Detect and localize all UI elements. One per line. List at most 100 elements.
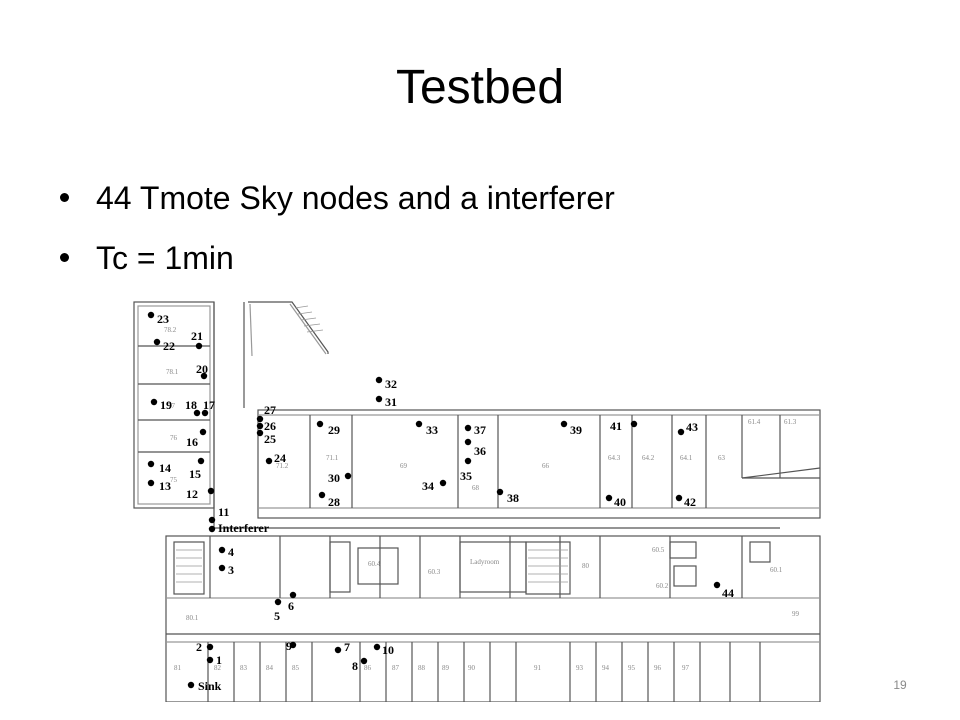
sensor-node-dot bbox=[147, 460, 155, 468]
room-label: 64.3 bbox=[608, 454, 621, 462]
node-label: 6 bbox=[288, 599, 294, 613]
node-label: 12 bbox=[186, 487, 198, 501]
room-label: 76 bbox=[170, 434, 178, 442]
sensor-nodes bbox=[147, 311, 721, 689]
sensor-node-dot bbox=[200, 372, 208, 380]
room-label: 93 bbox=[576, 664, 584, 672]
node-label: 19 bbox=[160, 398, 172, 412]
sensor-node-dot bbox=[218, 546, 226, 554]
sensor-node-dot bbox=[195, 342, 203, 350]
sensor-node-dot bbox=[201, 409, 209, 417]
room-label: 63 bbox=[718, 454, 726, 462]
node-label: 37 bbox=[474, 423, 486, 437]
sensor-node-dot bbox=[464, 438, 472, 446]
node-label: 35 bbox=[460, 469, 472, 483]
sink-label: Sink bbox=[198, 679, 222, 693]
sensor-node-dot bbox=[373, 643, 381, 651]
room-label: 77 bbox=[168, 402, 176, 410]
room-label: 94 bbox=[602, 664, 610, 672]
node-label: 41 bbox=[610, 419, 622, 433]
node-label: 17 bbox=[203, 398, 215, 412]
node-label: 36 bbox=[474, 444, 486, 458]
bullet-item: 44 Tmote Sky nodes and a interferer bbox=[60, 178, 615, 218]
interferer-label: Interferer bbox=[218, 521, 270, 535]
sensor-node-dot bbox=[199, 428, 207, 436]
node-label: 4 bbox=[228, 545, 234, 559]
room-label: 89 bbox=[442, 664, 450, 672]
room-label: 85 bbox=[292, 664, 300, 672]
room-label: 78.1 bbox=[166, 368, 179, 376]
bullet-list: 44 Tmote Sky nodes and a interferer Tc =… bbox=[60, 178, 615, 298]
sensor-node-dot bbox=[256, 429, 264, 437]
node-label: 22 bbox=[163, 339, 175, 353]
sensor-node-dot bbox=[334, 646, 342, 654]
sensor-node-dot bbox=[439, 479, 447, 487]
node-label: 24 bbox=[274, 451, 286, 465]
node-label: 11 bbox=[218, 505, 229, 519]
sensor-node-dot bbox=[464, 457, 472, 465]
node-label: 2 bbox=[196, 640, 202, 654]
bullet-icon bbox=[60, 193, 69, 202]
sensor-node-dot bbox=[464, 424, 472, 432]
node-labels: 23 22 21 20 19 18 17 16 15 14 13 12 11 4… bbox=[157, 312, 734, 693]
room-label: 99 bbox=[792, 610, 800, 618]
sensor-node-dot bbox=[677, 428, 685, 436]
node-label: 31 bbox=[385, 395, 397, 409]
floor-plan: 78.2 78.1 77 76 75 71.2 71.1 69 68 66 64… bbox=[133, 301, 821, 702]
room-label: 84 bbox=[266, 664, 274, 672]
node-label: 40 bbox=[614, 495, 626, 509]
node-label: 16 bbox=[186, 435, 198, 449]
sensor-node-dot bbox=[193, 409, 201, 417]
sensor-node-dot bbox=[289, 641, 297, 649]
node-label: 15 bbox=[189, 467, 201, 481]
room-label: 97 bbox=[682, 664, 690, 672]
node-label: 43 bbox=[686, 420, 698, 434]
sensor-node-dot bbox=[256, 422, 264, 430]
node-label: 7 bbox=[344, 640, 350, 654]
room-label: 83 bbox=[240, 664, 248, 672]
room-label: 60.5 bbox=[652, 546, 665, 554]
bullet-item: Tc = 1min bbox=[60, 238, 615, 278]
room-label: 61.4 bbox=[748, 418, 761, 426]
node-label: 38 bbox=[507, 491, 519, 505]
bullet-icon bbox=[60, 253, 69, 262]
room-label: 66 bbox=[542, 462, 550, 470]
sensor-node-dot bbox=[630, 420, 638, 428]
node-label: 5 bbox=[274, 609, 280, 623]
sensor-node-dot bbox=[197, 457, 205, 465]
node-label: 29 bbox=[328, 423, 340, 437]
node-label: 26 bbox=[264, 419, 276, 433]
room-label: 78.2 bbox=[164, 326, 177, 334]
room-label: 90 bbox=[468, 664, 476, 672]
node-label: 32 bbox=[385, 377, 397, 391]
sensor-node-dot bbox=[265, 457, 273, 465]
sensor-node-dot bbox=[318, 491, 326, 499]
sensor-node-dot bbox=[605, 494, 613, 502]
sensor-node-dot bbox=[208, 516, 216, 524]
sensor-node-dot bbox=[560, 420, 568, 428]
bullet-text: Tc = 1min bbox=[96, 240, 234, 276]
sensor-node-dot bbox=[316, 420, 324, 428]
room-label: 71.2 bbox=[276, 462, 289, 470]
slide-number: 19 bbox=[893, 678, 907, 692]
sensor-node-dot bbox=[153, 338, 161, 346]
room-label: 60.3 bbox=[428, 568, 441, 576]
bullet-text: 44 Tmote Sky nodes and a interferer bbox=[96, 180, 615, 216]
room-label: 71.1 bbox=[326, 454, 339, 462]
room-label: 60.2 bbox=[656, 582, 669, 590]
node-label: 44 bbox=[722, 586, 734, 600]
sensor-node-dot bbox=[207, 487, 215, 495]
sensor-node-dot bbox=[344, 472, 352, 480]
room-label: 61.3 bbox=[784, 418, 797, 426]
node-label: 20 bbox=[196, 362, 208, 376]
room-label: 60.4 bbox=[368, 560, 381, 568]
room-label: 91 bbox=[534, 664, 542, 672]
room-label: 64.2 bbox=[642, 454, 655, 462]
sensor-node-dot bbox=[206, 643, 214, 651]
room-label: 64.1 bbox=[680, 454, 693, 462]
room-label: 96 bbox=[654, 664, 662, 672]
node-label: 1 bbox=[216, 653, 222, 667]
sensor-node-dot bbox=[147, 479, 155, 487]
node-label: 42 bbox=[684, 495, 696, 509]
sensor-node-dot bbox=[218, 564, 226, 572]
